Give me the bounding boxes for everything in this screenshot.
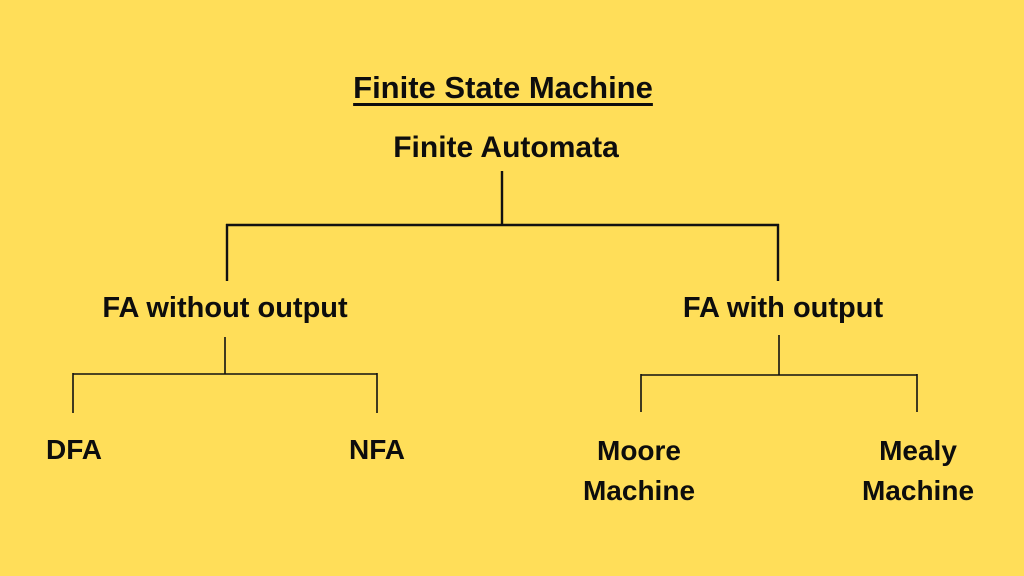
connector-right-branch-to-leaves bbox=[640, 335, 918, 412]
connector-left-branch-to-leaves bbox=[72, 337, 378, 413]
node-moore-machine: Moore Machine bbox=[582, 435, 696, 506]
node-fa-with-output: FA with output bbox=[682, 292, 884, 324]
node-fa-without-output: FA without output bbox=[102, 292, 348, 324]
node-mealy-machine: Mealy Machine bbox=[861, 435, 975, 506]
node-finite-automata: Finite Automata bbox=[393, 131, 619, 164]
node-nfa: NFA bbox=[349, 434, 405, 465]
node-dfa: DFA bbox=[46, 434, 102, 465]
diagram-title: Finite State Machine bbox=[353, 70, 653, 105]
connector-root-to-branches bbox=[225, 171, 780, 281]
